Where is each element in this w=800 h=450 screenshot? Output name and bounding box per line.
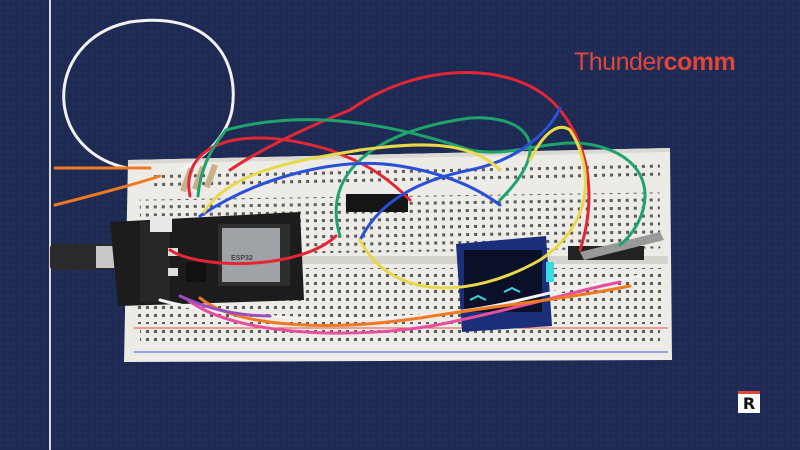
brand-suffix: comm [663, 48, 736, 76]
corner-logo-letter: R [742, 394, 756, 413]
level-shifter-chip [346, 194, 408, 212]
left-divider-line [49, 0, 51, 450]
jumper-wires [53, 18, 647, 335]
usb-cable [50, 244, 120, 270]
brand-prefix: Thunder [574, 48, 664, 76]
module-chip-label: ESP32 [231, 255, 253, 262]
corner-r-logo: R [738, 391, 760, 413]
esp32-dev-board: ESP32 [110, 212, 304, 306]
right-header [568, 232, 664, 260]
thundercomm-logo: Thundercomm [574, 48, 736, 77]
